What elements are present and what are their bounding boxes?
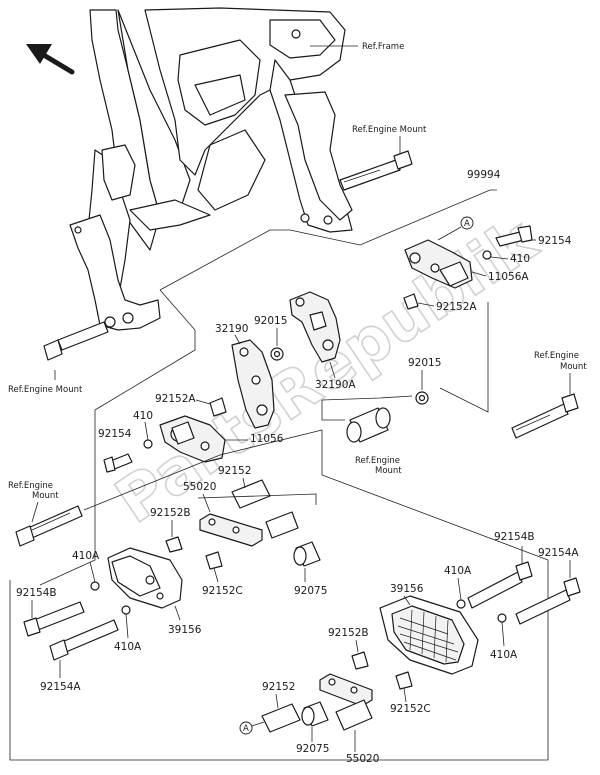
collar-92152C-left (205, 551, 223, 570)
part-label-11056A: 11056A (488, 271, 529, 283)
mount-bushing-center (346, 407, 391, 443)
part-label-92152-mid: 92152 (218, 465, 251, 477)
ref-engine-mount-center-label-1: Ref.Engine (355, 456, 400, 466)
part-label-92154-left: 92154 (98, 428, 132, 440)
svg-text:A: A (243, 724, 249, 734)
engine-mount-bolt-left (43, 321, 109, 361)
part-label-410A-right: 410A (444, 565, 472, 577)
part-label-39156-left: 39156 (168, 624, 202, 636)
ref-engine-mount-lowleft-label-2: Mount (32, 491, 59, 501)
part-label-92152B-right: 92152B (328, 627, 369, 639)
collar-92152-mid (231, 479, 271, 509)
collar-92152B-right (351, 651, 369, 670)
svg-text:A: A (464, 219, 470, 229)
slider-39156-right (379, 595, 479, 675)
part-label-55020-bottom: 55020 (346, 753, 379, 765)
part-label-92015-mid: 92015 (408, 357, 441, 369)
ref-engine-mount-left-label: Ref.Engine Mount (8, 385, 83, 395)
bolt-92154A-left (49, 619, 119, 661)
collar-92152A-right (403, 293, 419, 310)
slider-39156-left (107, 547, 183, 609)
part-label-92154B-left: 92154B (16, 587, 57, 599)
washer-410-top (482, 250, 492, 260)
part-label-410-top: 410 (510, 253, 530, 265)
collar-92152B-left (165, 536, 183, 553)
washer-410A-right2 (497, 613, 507, 623)
bolt-92154B-right (467, 561, 533, 609)
frame-structure (69, 7, 353, 331)
bolt-92154A-right (515, 577, 581, 625)
part-label-92152A-left: 92152A (155, 393, 196, 405)
marker-a-top: A (460, 216, 474, 230)
part-label-92152C-right: 92152C (390, 703, 431, 715)
part-label-92154A-left: 92154A (40, 681, 81, 693)
part-label-92015-top: 92015 (254, 315, 287, 327)
part-label-92152A-right: 92152A (436, 301, 477, 313)
bolt-92154-top (495, 225, 533, 247)
part-label-92152B-left: 92152B (150, 507, 191, 519)
part-label-39156-right: 39156 (390, 583, 424, 595)
collar-92152A-left (209, 397, 227, 417)
front-direction-arrow-icon (26, 44, 75, 75)
part-label-55020-mid: 55020 (183, 481, 216, 493)
bracket-plate-11056 (159, 415, 226, 463)
part-label-410A-left2: 410A (114, 641, 142, 653)
engine-mount-bolt-lowleft (15, 505, 83, 547)
bracket-32190A (289, 291, 341, 363)
ref-frame-label: Ref.Frame (362, 42, 404, 52)
ref-engine-mount-lowleft-label-1: Ref.Engine (8, 481, 53, 491)
ref-engine-mount-right-label-2: Mount (560, 362, 587, 372)
part-label-92152-bottom: 92152 (262, 681, 295, 693)
part-label-32190: 32190 (215, 323, 248, 335)
bolt-92154B-left (23, 601, 85, 637)
collar-92152C-right (395, 671, 413, 690)
part-label-92154A-right: 92154A (538, 547, 579, 559)
engine-mount-bolt-right (511, 393, 579, 439)
bracket-32190 (231, 339, 275, 429)
part-label-92152C-left: 92152C (202, 585, 243, 597)
plate-55020-bottom (319, 673, 373, 731)
part-label-92154-top: 92154 (538, 235, 572, 247)
collar-92152-bottom (261, 703, 301, 733)
bracket-plate-11056A (404, 239, 473, 289)
part-label-410A-left: 410A (72, 550, 100, 562)
part-label-410-left: 410 (133, 410, 153, 422)
washer-410-left (143, 439, 153, 449)
bushing-92075-bottom (301, 701, 329, 727)
part-label-32190A: 32190A (315, 379, 356, 391)
part-label-11056: 11056 (250, 433, 284, 445)
bushing-92075-mid (293, 541, 321, 567)
part-label-92154B-right: 92154B (494, 531, 535, 543)
engine-mount-bolt-top (339, 150, 413, 191)
washer-410A-left (90, 581, 100, 591)
washer-410A-right (456, 599, 466, 609)
part-label-410A-right2: 410A (490, 649, 518, 661)
plate-55020-mid (199, 511, 299, 547)
ref-engine-mount-center-label-2: Mount (375, 466, 402, 476)
ref-engine-mount-top-label: Ref.Engine Mount (352, 125, 427, 135)
washer-410A-left2 (121, 605, 131, 615)
bolt-92154-left (103, 453, 133, 473)
marker-a-bottom: A (239, 721, 253, 735)
ref-engine-mount-right-label-1: Ref.Engine (534, 351, 579, 361)
part-label-99994: 99994 (467, 169, 501, 181)
part-label-92075-mid: 92075 (294, 585, 327, 597)
part-label-92075-bottom: 92075 (296, 743, 329, 755)
